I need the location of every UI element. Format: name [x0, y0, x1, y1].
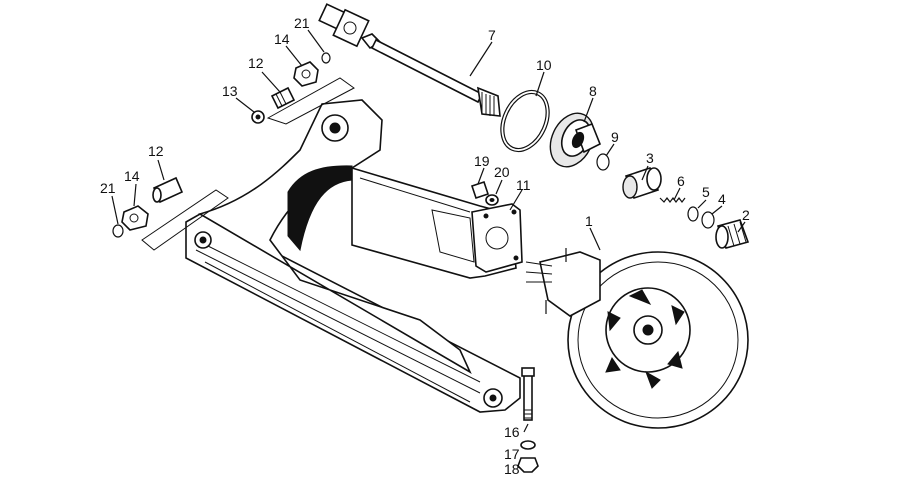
callout-4: 4 — [718, 191, 726, 207]
splined-coupling-2 — [715, 219, 750, 249]
washer-17 — [520, 440, 536, 450]
swingarm — [185, 99, 523, 413]
callout-5: 5 — [702, 184, 710, 200]
wheel-hub-disc — [525, 248, 749, 429]
washer-13 — [251, 110, 265, 124]
callout-12-left: 12 — [148, 143, 164, 159]
drive-shaft — [318, 3, 501, 117]
callout-7: 7 — [488, 27, 496, 43]
ring-21-left — [112, 224, 124, 238]
callout-17: 17 — [504, 446, 520, 462]
callout-19: 19 — [474, 153, 490, 169]
callout-11: 11 — [516, 177, 531, 193]
washer-20 — [485, 194, 499, 206]
nut-14-left — [121, 205, 149, 231]
callout-10: 10 — [536, 57, 552, 73]
callout-3: 3 — [646, 150, 654, 166]
callout-16: 16 — [504, 424, 520, 440]
callout-21-top: 21 — [294, 15, 310, 31]
nut-18 — [517, 457, 539, 473]
callout-numbers: 1 2 3 4 5 6 7 8 9 10 11 12 13 14 21 12 1… — [100, 15, 750, 477]
bracket-top — [266, 77, 355, 125]
bearing-housing — [549, 112, 602, 168]
bracket-left — [141, 189, 229, 251]
bolt-19 — [470, 180, 490, 200]
ring-4 — [701, 211, 715, 229]
leader-lines — [111, 29, 746, 433]
spring-6 — [659, 197, 686, 203]
bushing-12-left — [152, 176, 184, 204]
ring-21-top — [321, 52, 331, 64]
callout-21-left: 21 — [100, 180, 116, 196]
callout-6: 6 — [677, 173, 685, 189]
callout-8: 8 — [589, 83, 597, 99]
callout-2: 2 — [742, 207, 750, 223]
callout-9: 9 — [611, 129, 619, 145]
nut-14-top — [293, 61, 319, 87]
ring-9 — [596, 153, 610, 171]
bushing-12-top — [270, 86, 296, 110]
ring-5 — [687, 206, 699, 222]
callout-14-left: 14 — [124, 168, 140, 184]
callout-18: 18 — [504, 461, 520, 477]
callout-13: 13 — [222, 83, 238, 99]
bolt-16 — [521, 367, 535, 421]
callout-12-top: 12 — [248, 55, 264, 71]
callout-14-top: 14 — [274, 31, 290, 47]
callout-20: 20 — [494, 164, 510, 180]
callout-1: 1 — [585, 213, 593, 229]
bearing-3 — [622, 166, 662, 200]
snap-ring — [500, 89, 550, 153]
